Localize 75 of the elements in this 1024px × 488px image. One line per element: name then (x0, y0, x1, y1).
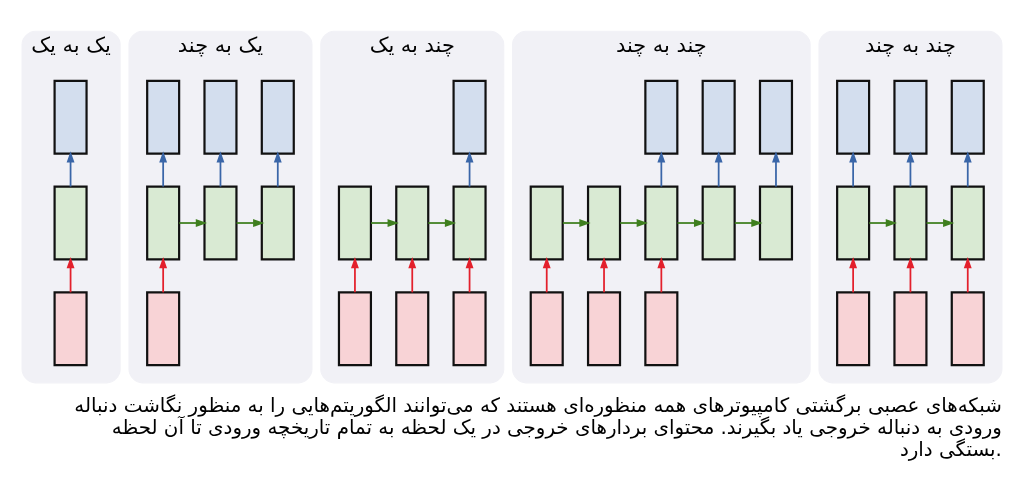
node-box (529, 185, 564, 260)
arrow (216, 150, 225, 187)
node-box (950, 79, 985, 155)
node-box (53, 185, 88, 260)
node-box (203, 185, 238, 260)
cluster: چند به چند (512, 30, 811, 383)
arrow (676, 218, 706, 227)
arrow (906, 256, 915, 293)
arrow (772, 150, 780, 187)
arrow (273, 150, 282, 187)
node-box (893, 79, 928, 155)
arrow (963, 150, 972, 187)
node-box (203, 79, 238, 155)
arrow (408, 256, 417, 293)
node-box (146, 185, 181, 260)
arrow (849, 256, 858, 293)
node-box (337, 185, 373, 260)
arrow (370, 218, 399, 227)
cluster: چند به یک (320, 30, 505, 383)
node-box (701, 79, 736, 155)
arrow (542, 256, 551, 293)
arrow (178, 218, 208, 227)
node-box (644, 185, 679, 260)
node-box (260, 79, 295, 155)
arrow (351, 256, 359, 293)
arrow (657, 256, 666, 293)
arrow (465, 150, 474, 187)
arrow (600, 256, 608, 293)
node-box (395, 290, 430, 366)
node-box (395, 185, 430, 260)
node-box (146, 79, 181, 155)
node-box (586, 185, 622, 260)
arrow (66, 150, 75, 187)
caption: شبکه‌های عصبی برگشتی کامپیوترهای همه منظوره‌ای هستند که می‌توانند الگوریتم‌هایی را به منظور نگاشت دنباله ورودی به دنباله خروجی یاد بگیرند. محتوای بردارهای خروجی در یک لحظه به تمام تاریخچه ورودی تا آن لحظه بستگی دارد. (74, 393, 1002, 461)
node-box (893, 290, 928, 366)
node-box (950, 290, 985, 366)
arrow (561, 218, 591, 227)
arrow (657, 150, 666, 187)
arrow (963, 256, 972, 293)
node-box (644, 290, 679, 366)
arrow (235, 218, 265, 227)
node-box (529, 290, 564, 366)
node-box (452, 185, 487, 260)
arrow (427, 218, 457, 227)
node-box (53, 290, 88, 366)
arrow (66, 256, 75, 293)
node-box (337, 290, 373, 366)
arrow (619, 218, 648, 227)
arrow (465, 256, 474, 293)
node-box (644, 79, 679, 155)
cluster: یک به یک (21, 30, 121, 383)
node-box (53, 79, 88, 155)
node-box (758, 79, 794, 155)
arrow (159, 256, 168, 293)
node-box (452, 79, 487, 155)
arrow (733, 218, 763, 227)
node-box (146, 290, 181, 366)
node-box (260, 185, 295, 260)
arrow (714, 150, 723, 187)
arrow (868, 218, 897, 227)
cluster: چند به چند (818, 30, 1003, 383)
node-box (836, 290, 871, 366)
node-box (836, 185, 871, 260)
arrow (849, 150, 858, 187)
node-box (893, 185, 928, 260)
node-box (836, 79, 871, 155)
node-box (701, 185, 736, 260)
node-box (586, 290, 622, 366)
node-box (758, 185, 794, 260)
arrow (159, 150, 168, 187)
node-box (452, 290, 487, 366)
arrow (925, 218, 955, 227)
cluster: یک به چند (128, 30, 313, 383)
node-box (950, 185, 985, 260)
arrow (906, 150, 915, 187)
